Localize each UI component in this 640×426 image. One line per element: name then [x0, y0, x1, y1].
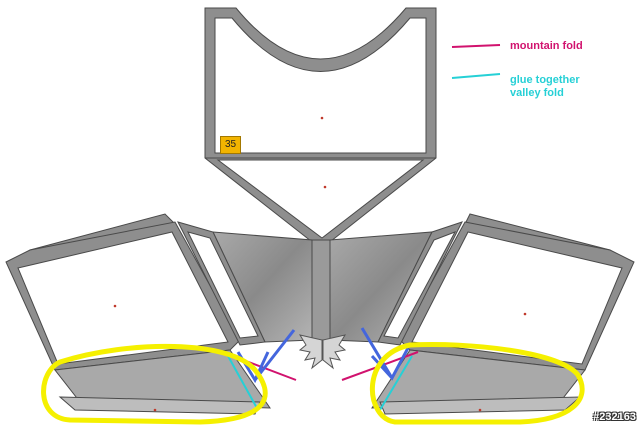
legend-glue-together: glue together [510, 74, 580, 86]
left-wing [5, 213, 271, 415]
center-dot [323, 185, 327, 189]
legend-mountain-fold: mountain fold [510, 40, 583, 52]
top-piece-inner [214, 17, 427, 154]
legend-valley-fold: valley fold [510, 87, 564, 99]
left-mid-window [187, 231, 259, 339]
center-dot [320, 116, 324, 120]
center-dot [478, 408, 482, 412]
valley-fold-line-right [379, 355, 413, 411]
right-mid-window [383, 231, 457, 339]
mountain-fold-swatch [451, 44, 501, 48]
valley-fold-line-left [227, 355, 259, 411]
right-highlight [369, 342, 585, 425]
center-spine [212, 231, 433, 370]
left-bottom-tab [58, 396, 261, 415]
spine-strip [311, 239, 331, 341]
page-number-badge: 35 [220, 136, 241, 154]
left-bottom-flap [54, 349, 271, 409]
left-highlight [41, 343, 268, 425]
teeth-left [298, 334, 323, 370]
top-piece [204, 7, 437, 246]
right-outer-window [411, 231, 623, 365]
top-funnel-inner [216, 159, 425, 239]
center-dot [113, 304, 117, 308]
center-dot [153, 408, 157, 412]
center-dot [523, 312, 527, 316]
left-outer-window [17, 231, 229, 365]
right-wing [371, 213, 635, 415]
teeth-right [322, 334, 347, 370]
watermark: #232163 [593, 411, 636, 423]
valley-fold-swatch [451, 73, 501, 79]
highlight-marks [41, 342, 585, 425]
